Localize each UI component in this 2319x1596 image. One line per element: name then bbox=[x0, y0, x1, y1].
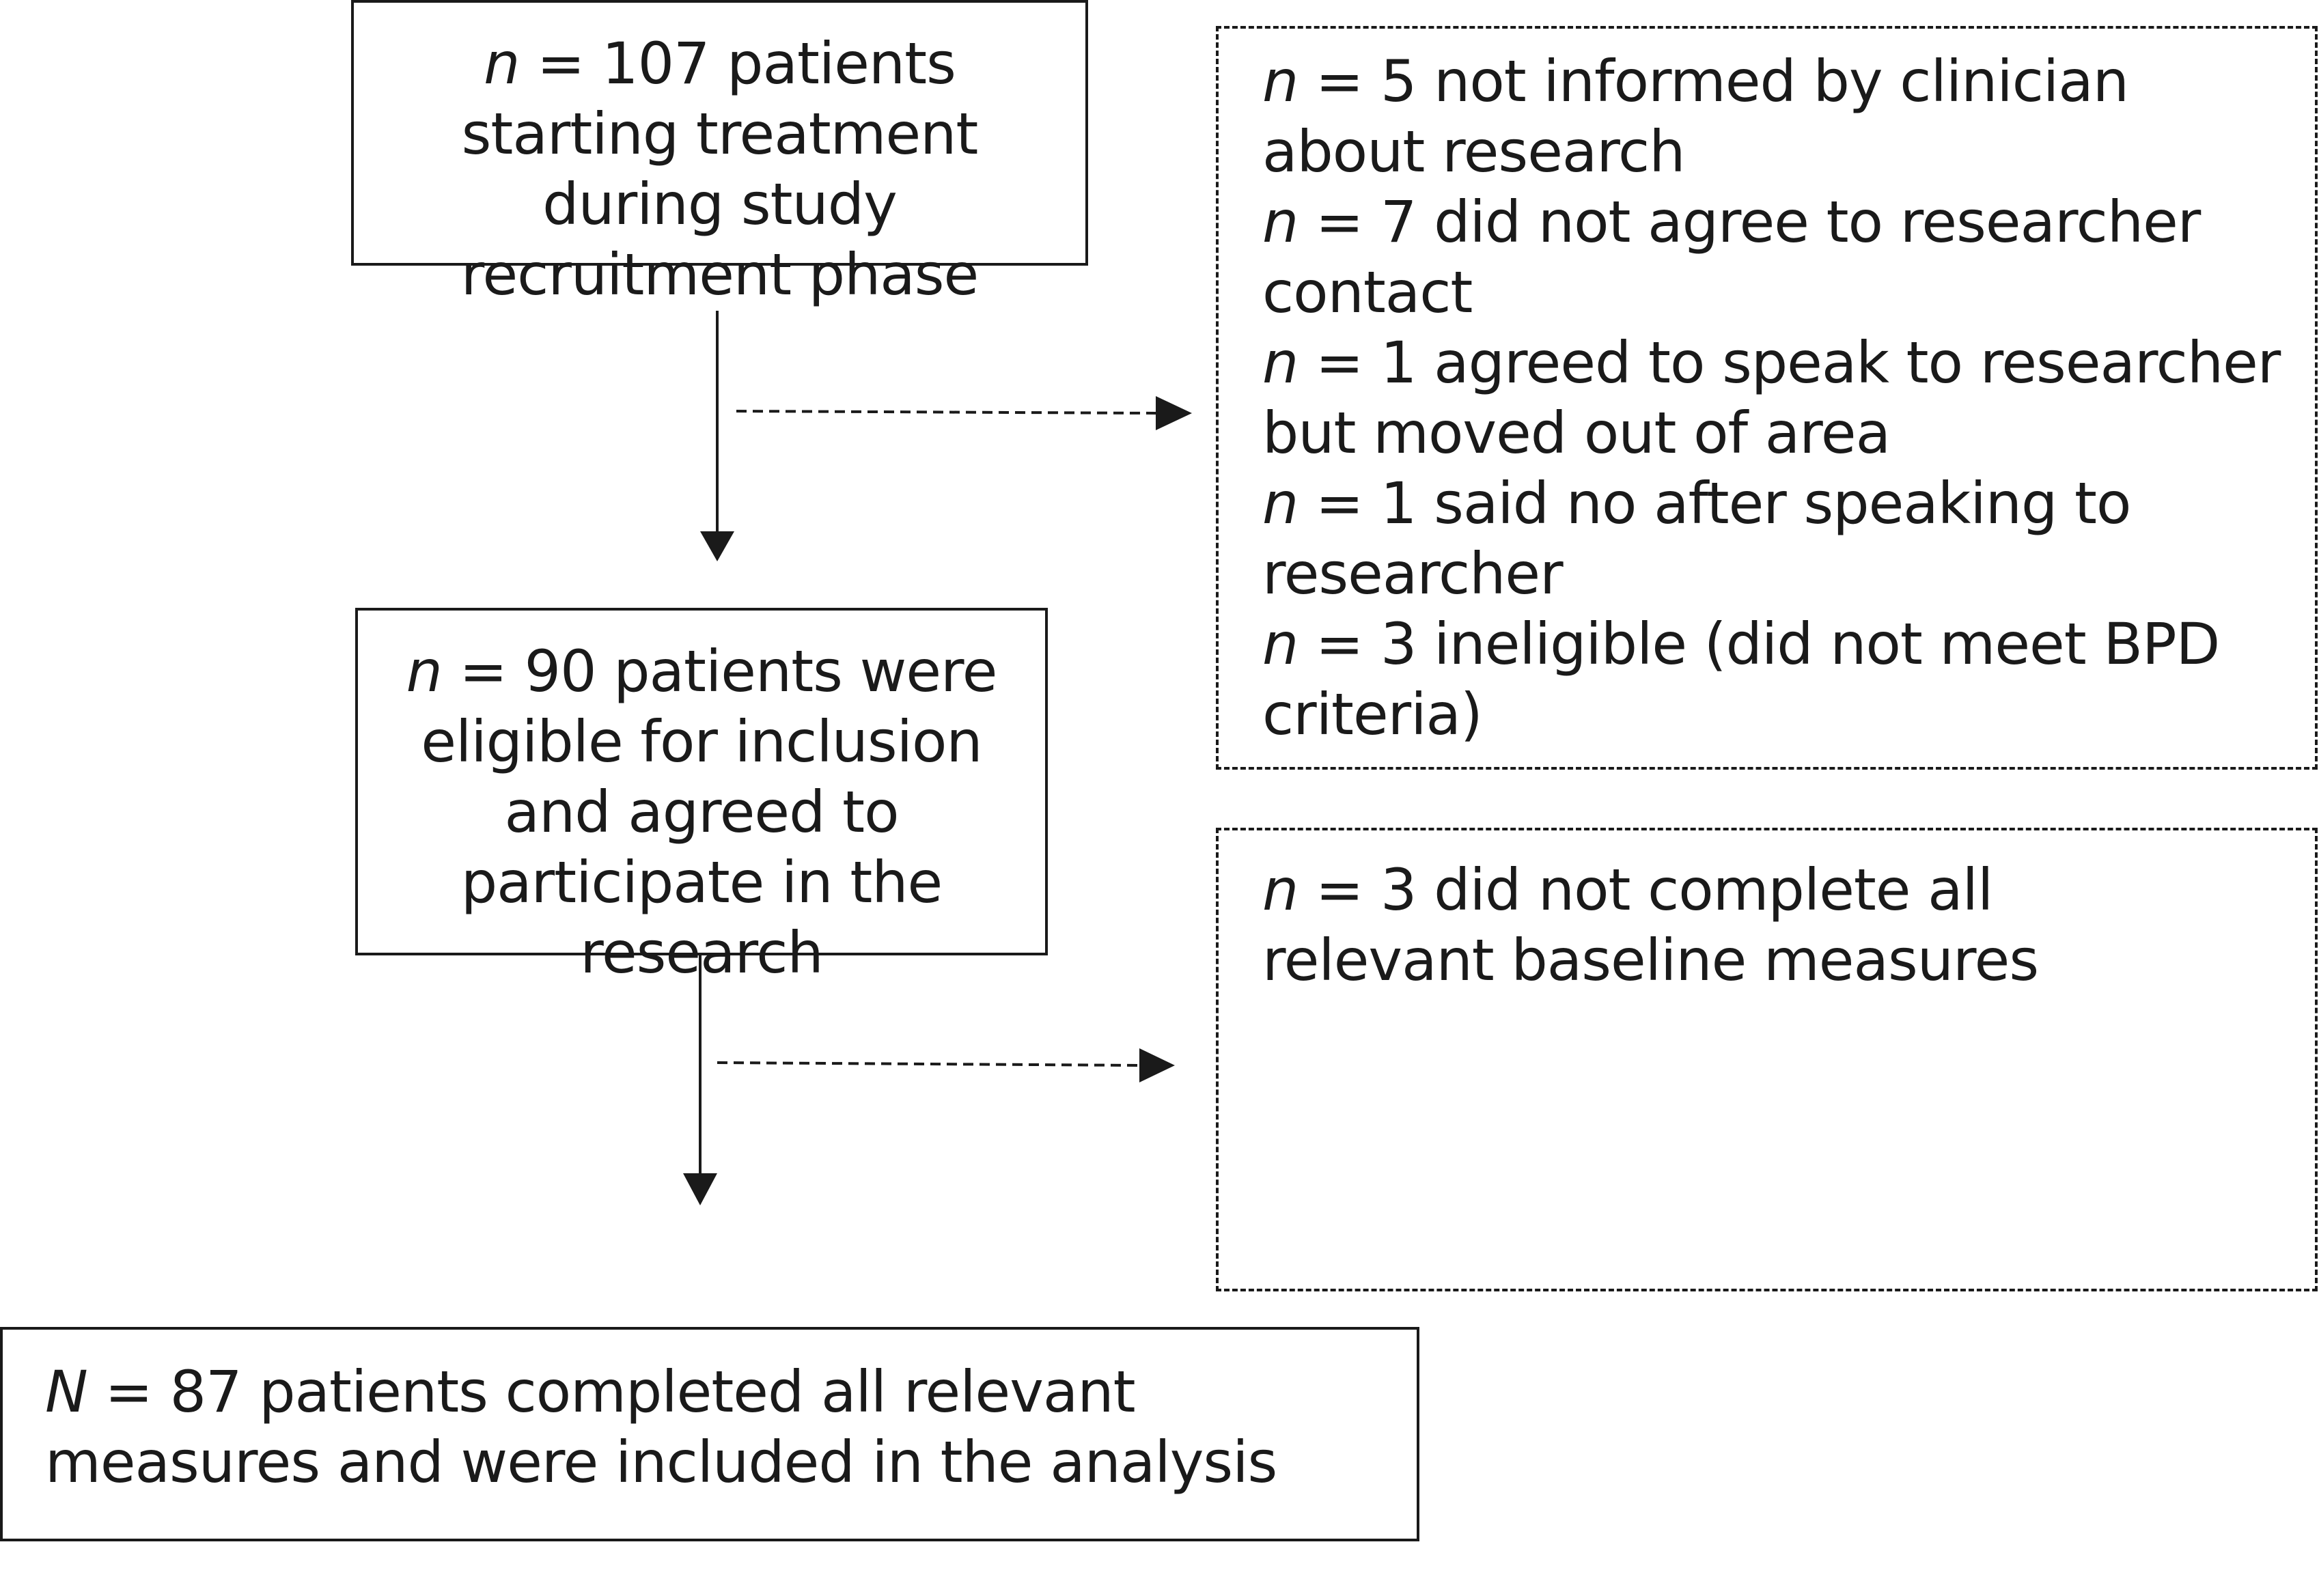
exclusion-item-4-text: = 1 said no after speaking to researcher bbox=[1262, 470, 2131, 607]
final-text: = 87 patients completed all relevant mea… bbox=[45, 1358, 1277, 1496]
exclusion-item-3-n: n bbox=[1262, 329, 1299, 396]
exclusion-box-2: n = 3 did not complete all relevant base… bbox=[1216, 828, 2318, 1291]
start-text: = 107 patients starting treatment during… bbox=[460, 30, 979, 308]
exclusion-item-4: n = 1 said no after speaking to research… bbox=[1262, 468, 2288, 609]
exclusion-item-2: n = 7 did not agree to researcher contac… bbox=[1262, 187, 2288, 328]
exclusion-item-5-n: n bbox=[1262, 611, 1299, 677]
final-box: N = 87 patients completed all relevant m… bbox=[0, 1327, 1419, 1541]
exclusion-item-3-text: = 1 agreed to speak to researcher but mo… bbox=[1262, 329, 2281, 466]
exclusion-item-5-text: = 3 ineligible (did not meet BPD criteri… bbox=[1262, 611, 2220, 748]
exclusion-list-1: n = 5 not informed by clinician about re… bbox=[1262, 46, 2288, 750]
exclusion-item-2-text: = 7 did not agree to researcher contact bbox=[1262, 188, 2201, 326]
arrow-to-exclusion-2 bbox=[717, 1048, 1175, 1082]
exclusion-2-item-1: n = 3 did not complete all relevant base… bbox=[1262, 855, 2233, 996]
exclusion-item-3: n = 1 agreed to speak to researcher but … bbox=[1262, 328, 2288, 468]
exclusion-list-2: n = 3 did not complete all relevant base… bbox=[1262, 855, 2233, 996]
exclusion-item-1-n: n bbox=[1262, 48, 1299, 115]
exclusion-item-1-text: = 5 not informed by clinician about rese… bbox=[1262, 48, 2129, 185]
start-box: n = 107 patients starting treatment duri… bbox=[351, 0, 1088, 308]
eligible-text: = 90 patients were eligible for inclusio… bbox=[421, 638, 997, 986]
eligible-box: n = 90 patients were eligible for inclus… bbox=[355, 608, 1048, 986]
exclusion-item-5: n = 3 ineligible (did not meet BPD crite… bbox=[1262, 609, 2288, 750]
arrow-to-exclusion-1 bbox=[736, 396, 1192, 430]
start-n-var: n bbox=[484, 30, 520, 97]
arrow-eligible-to-final bbox=[683, 955, 717, 1205]
exclusion-2-item-1-n: n bbox=[1262, 856, 1299, 923]
final-box-text: N = 87 patients completed all relevant m… bbox=[45, 1357, 1383, 1498]
exclusion-2-item-1-text: = 3 did not complete all relevant baseli… bbox=[1262, 856, 2039, 994]
exclusion-box-1: n = 5 not informed by clinician about re… bbox=[1216, 26, 2318, 770]
exclusion-item-1: n = 5 not informed by clinician about re… bbox=[1262, 46, 2288, 187]
arrow-start-to-eligible bbox=[700, 311, 734, 561]
start-box-text: n = 107 patients starting treatment duri… bbox=[388, 29, 1051, 310]
exclusion-item-2-n: n bbox=[1262, 188, 1299, 255]
final-n-var: N bbox=[45, 1358, 88, 1425]
eligible-box-text: n = 90 patients were eligible for inclus… bbox=[385, 636, 1018, 988]
eligible-n-var: n bbox=[406, 638, 443, 705]
exclusion-item-4-n: n bbox=[1262, 470, 1299, 537]
